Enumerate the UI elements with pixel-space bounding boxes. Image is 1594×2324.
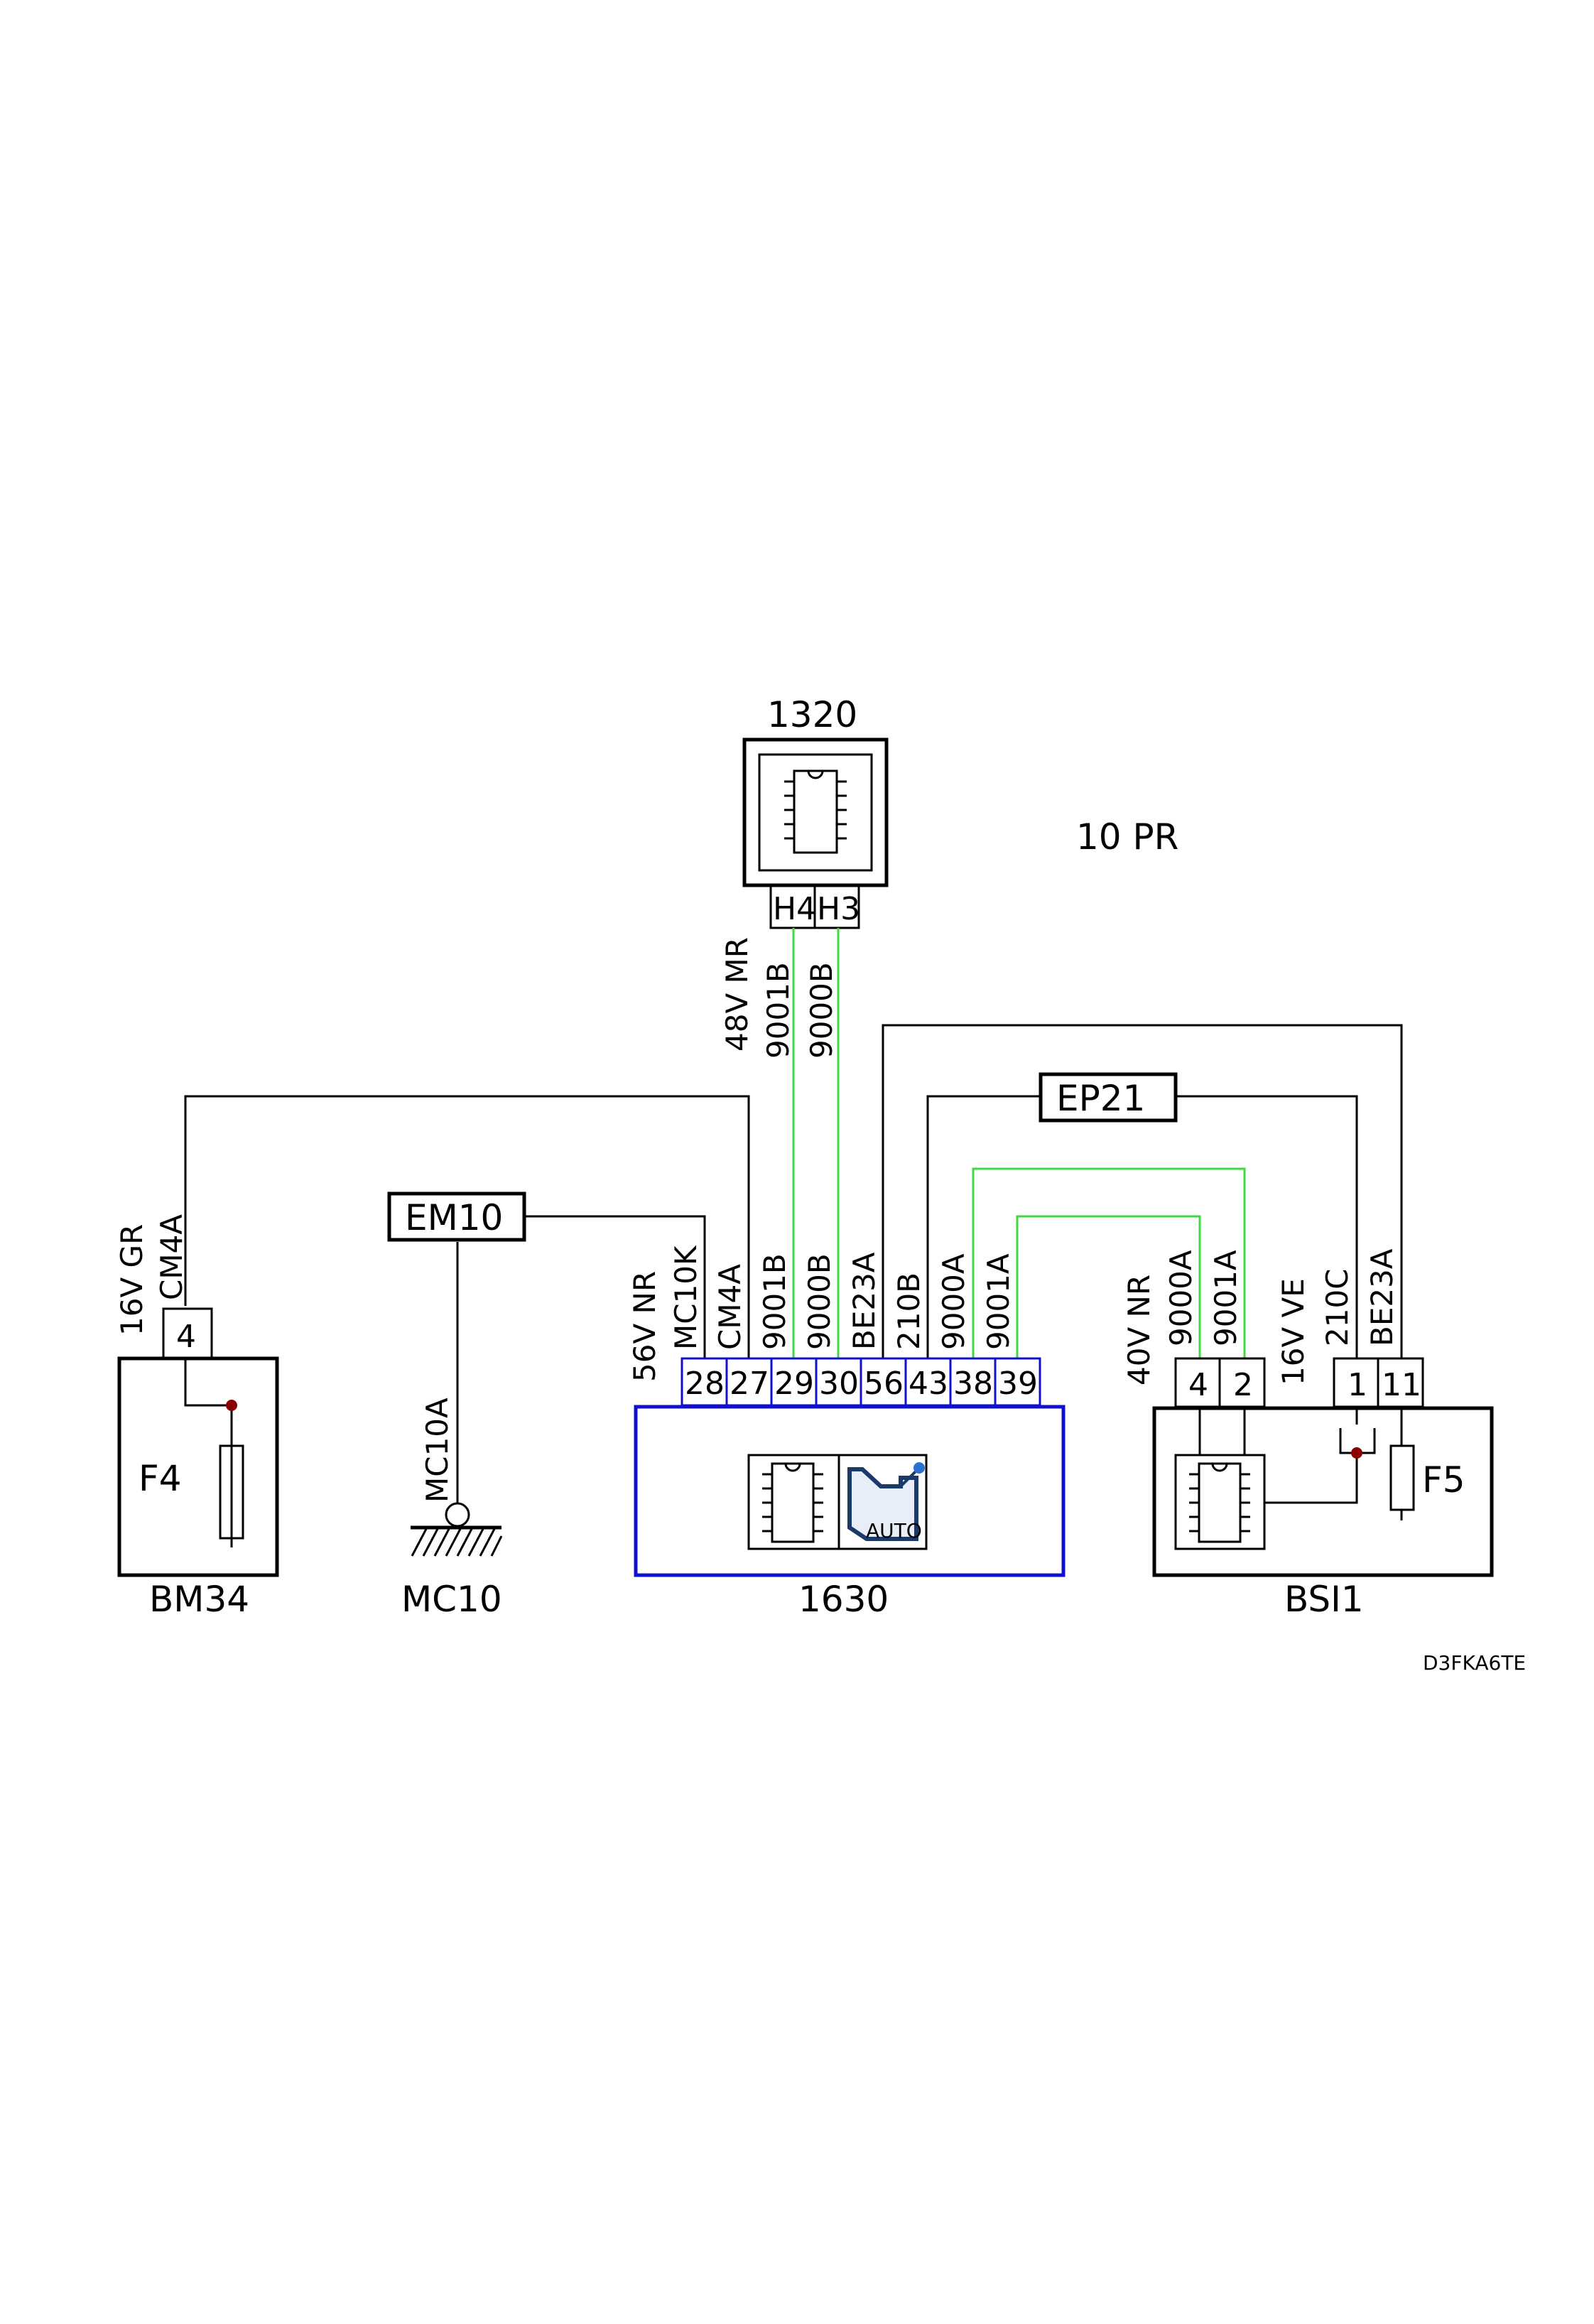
c1630-inner-panel xyxy=(747,1454,928,1550)
c1630-wire-9001a-label: 9001A xyxy=(981,1253,1016,1350)
bm34-pin-label: 4 xyxy=(176,1319,196,1355)
bsi-wire-9000a-label: 9000A xyxy=(1164,1250,1198,1346)
component-bm34[interactable]: 16V GR CM4A 4 F4 BM34 xyxy=(114,1214,279,1620)
auto-label: AUTO xyxy=(866,1519,922,1542)
bsi-body xyxy=(1152,1406,1494,1577)
bm34-wire-label: CM4A xyxy=(154,1214,189,1300)
bm34-fuse-label: F4 xyxy=(139,1458,182,1499)
pin-h3-label: H3 xyxy=(817,891,860,927)
chip-icon xyxy=(1189,1462,1250,1543)
pin-h4-label: H4 xyxy=(773,891,816,927)
c1630-harness-label: 56V NR xyxy=(627,1271,662,1382)
top-wire-9001b-label: 9001B xyxy=(761,962,796,1059)
c1630-pin-28: 28 xyxy=(685,1366,725,1402)
ep21-label: EP21 xyxy=(1056,1078,1145,1119)
auto-gearbox-icon: AUTO xyxy=(847,1462,925,1542)
c1630-pin-30: 30 xyxy=(819,1366,859,1402)
mc10-wire-label: MC10A xyxy=(420,1398,455,1503)
bm34-body xyxy=(117,1356,279,1577)
c1630-wire-9001b-label: 9001B xyxy=(757,1253,792,1350)
c1630-wire-mc10k-label: MC10K xyxy=(668,1245,703,1350)
bm34-harness-label: 16V GR xyxy=(114,1224,149,1336)
c1630-pin-38: 38 xyxy=(953,1366,993,1402)
bsi-pin-4: 4 xyxy=(1188,1367,1208,1403)
wire-210c[interactable] xyxy=(1176,1095,1358,1358)
c1630-pin-39: 39 xyxy=(998,1366,1038,1402)
component-1320-inner xyxy=(758,753,873,872)
c1630-pin-29: 29 xyxy=(774,1366,814,1402)
c1630-wire-be23a-label: BE23A xyxy=(847,1252,882,1350)
c1630-wire-9000b-label: 9000B xyxy=(802,1253,837,1350)
c1630-wire-cm4a-label: CM4A xyxy=(712,1264,747,1350)
bsi-label: BSI1 xyxy=(1284,1579,1364,1620)
em10-box xyxy=(387,1191,526,1242)
ground-point-icon xyxy=(445,1502,470,1528)
top-wire-9000b-label: 9000B xyxy=(804,962,839,1059)
c1630-pin-43: 43 xyxy=(909,1366,948,1402)
fuse-icon xyxy=(1389,1444,1415,1511)
bsi-internal-pins xyxy=(1355,1407,1403,1446)
splice-em10[interactable]: EM10 xyxy=(387,1191,526,1242)
c1630-label: 1630 xyxy=(798,1579,889,1620)
c1630-body xyxy=(634,1405,1066,1577)
c1630-wire-9000a-label: 9000A xyxy=(936,1253,971,1350)
c1630-pin-27: 27 xyxy=(730,1366,769,1402)
c1630-pin-dividers xyxy=(725,1358,997,1405)
component-1320[interactable]: 1320 H4 H3 xyxy=(742,694,889,929)
mc10-label: MC10 xyxy=(401,1579,502,1620)
top-harness-label: 48V MR xyxy=(720,937,754,1052)
bsi-wire-be23a-label: BE23A xyxy=(1365,1248,1399,1346)
wire-9000a[interactable] xyxy=(972,1167,1246,1358)
component-1320-outer xyxy=(742,737,889,887)
diagram-title: 10 PR xyxy=(1076,816,1178,858)
bsi-fuse-label: F5 xyxy=(1422,1459,1465,1501)
chip-icon xyxy=(762,1462,823,1543)
wires xyxy=(184,928,1403,1503)
bsi-pin-11: 11 xyxy=(1382,1367,1421,1403)
bsi-pin-2: 2 xyxy=(1233,1367,1253,1403)
bsi-wire-210c-label: 210C xyxy=(1320,1269,1355,1347)
bsi-harness-a-label: 40V NR xyxy=(1122,1275,1156,1385)
component-1320-label: 1320 xyxy=(767,694,857,735)
splice-ep21[interactable]: EP21 xyxy=(1039,1072,1178,1123)
wire-mc10k[interactable] xyxy=(524,1215,706,1358)
c1630-wire-210b-label: 210B xyxy=(891,1272,926,1350)
bsi-ecu-panel xyxy=(1174,1454,1266,1550)
bsi-internal-can xyxy=(1198,1407,1246,1455)
chip-icon xyxy=(784,769,847,854)
em10-label: EM10 xyxy=(405,1197,503,1238)
pin-box-h3 xyxy=(813,884,860,929)
wire-210b[interactable] xyxy=(926,1095,1041,1358)
component-bsi1[interactable]: 40V NR 9000A 9001A 16V VE 210C BE23A 4 2… xyxy=(1122,1248,1494,1620)
bsi-harness-b-label: 16V VE xyxy=(1276,1278,1311,1385)
bsi-internal-feed xyxy=(1264,1453,1358,1504)
ep21-box xyxy=(1039,1072,1178,1123)
ground-hatch-icon xyxy=(411,1528,503,1557)
bm34-internal-wire xyxy=(184,1358,233,1547)
diagram-reference: D3FKA6TE xyxy=(1423,1651,1526,1675)
wire-be23a[interactable] xyxy=(882,1024,1403,1358)
c1630-pin-56: 56 xyxy=(864,1366,904,1402)
fuse-icon xyxy=(219,1444,244,1540)
bsi-junction-dot xyxy=(1351,1447,1362,1459)
bsi-wire-9001a-label: 9001A xyxy=(1208,1250,1243,1346)
wire-9001a[interactable] xyxy=(1016,1215,1201,1358)
component-1630[interactable]: 56V NR MC10K CM4A 9001B 9000B BE23A 210B… xyxy=(627,1245,1066,1620)
bm34-junction-dot xyxy=(226,1400,237,1411)
ground-mc10[interactable]: MC10A MC10 xyxy=(401,1398,503,1620)
bsi-pin-1: 1 xyxy=(1348,1367,1367,1403)
wire-cm4a[interactable] xyxy=(184,1095,750,1358)
bm34-label: BM34 xyxy=(149,1579,249,1620)
